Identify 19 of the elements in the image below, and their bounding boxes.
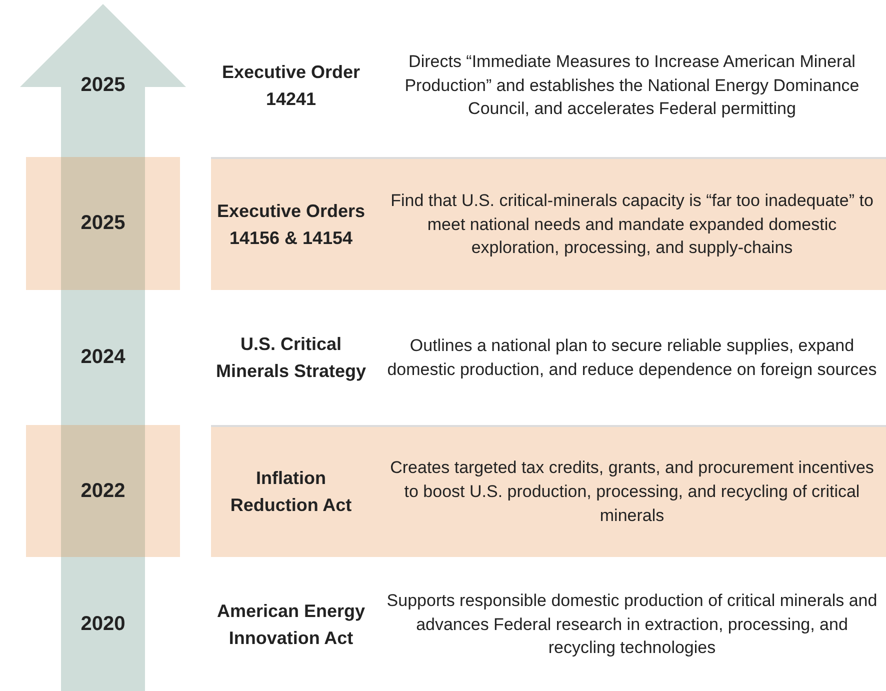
year-label: 2025 (80, 212, 126, 235)
policy-description: Directs “Immediate Measures to Increase American Mineral Production” and establishes the National Energy Dominance Council, and accelerates Federal permitting (404, 50, 860, 120)
policy-description: Find that U.S. critical-minerals capacity is “far too inadequate” to meet national needs and mandate expanded domestic exploration, processing, and supply-chains (390, 190, 874, 260)
entry-band (211, 425, 886, 557)
year-label: 2025 (80, 73, 126, 98)
policy-name: Inflation Reduction Act (229, 467, 353, 517)
policy-description: Supports responsible domestic production of critical minerals and advances Federal research in extraction, processing, and recycling technologies (386, 590, 878, 660)
year-label: 2020 (80, 612, 126, 637)
entry-band (211, 157, 886, 290)
year-label: 2022 (80, 480, 126, 502)
policy-name: Executive Orders 14156 & 14154 (216, 200, 366, 250)
year-band (26, 425, 180, 557)
policy-name: U.S. Critical Minerals Strategy (214, 332, 368, 383)
policy-description: Outlines a national plan to secure reliable supplies, expand domestic production, and reduce dependence on foreign sources (386, 334, 878, 380)
policy-name: American Energy Innovation Act (216, 600, 366, 650)
year-band (26, 157, 180, 290)
policy-name: Executive Order 14241 (220, 60, 362, 110)
year-label: 2024 (80, 345, 126, 370)
policy-description: Creates targeted tax credits, grants, and procurement incentives to boost U.S. production, processing, and recycling of critical minerals (389, 457, 875, 527)
